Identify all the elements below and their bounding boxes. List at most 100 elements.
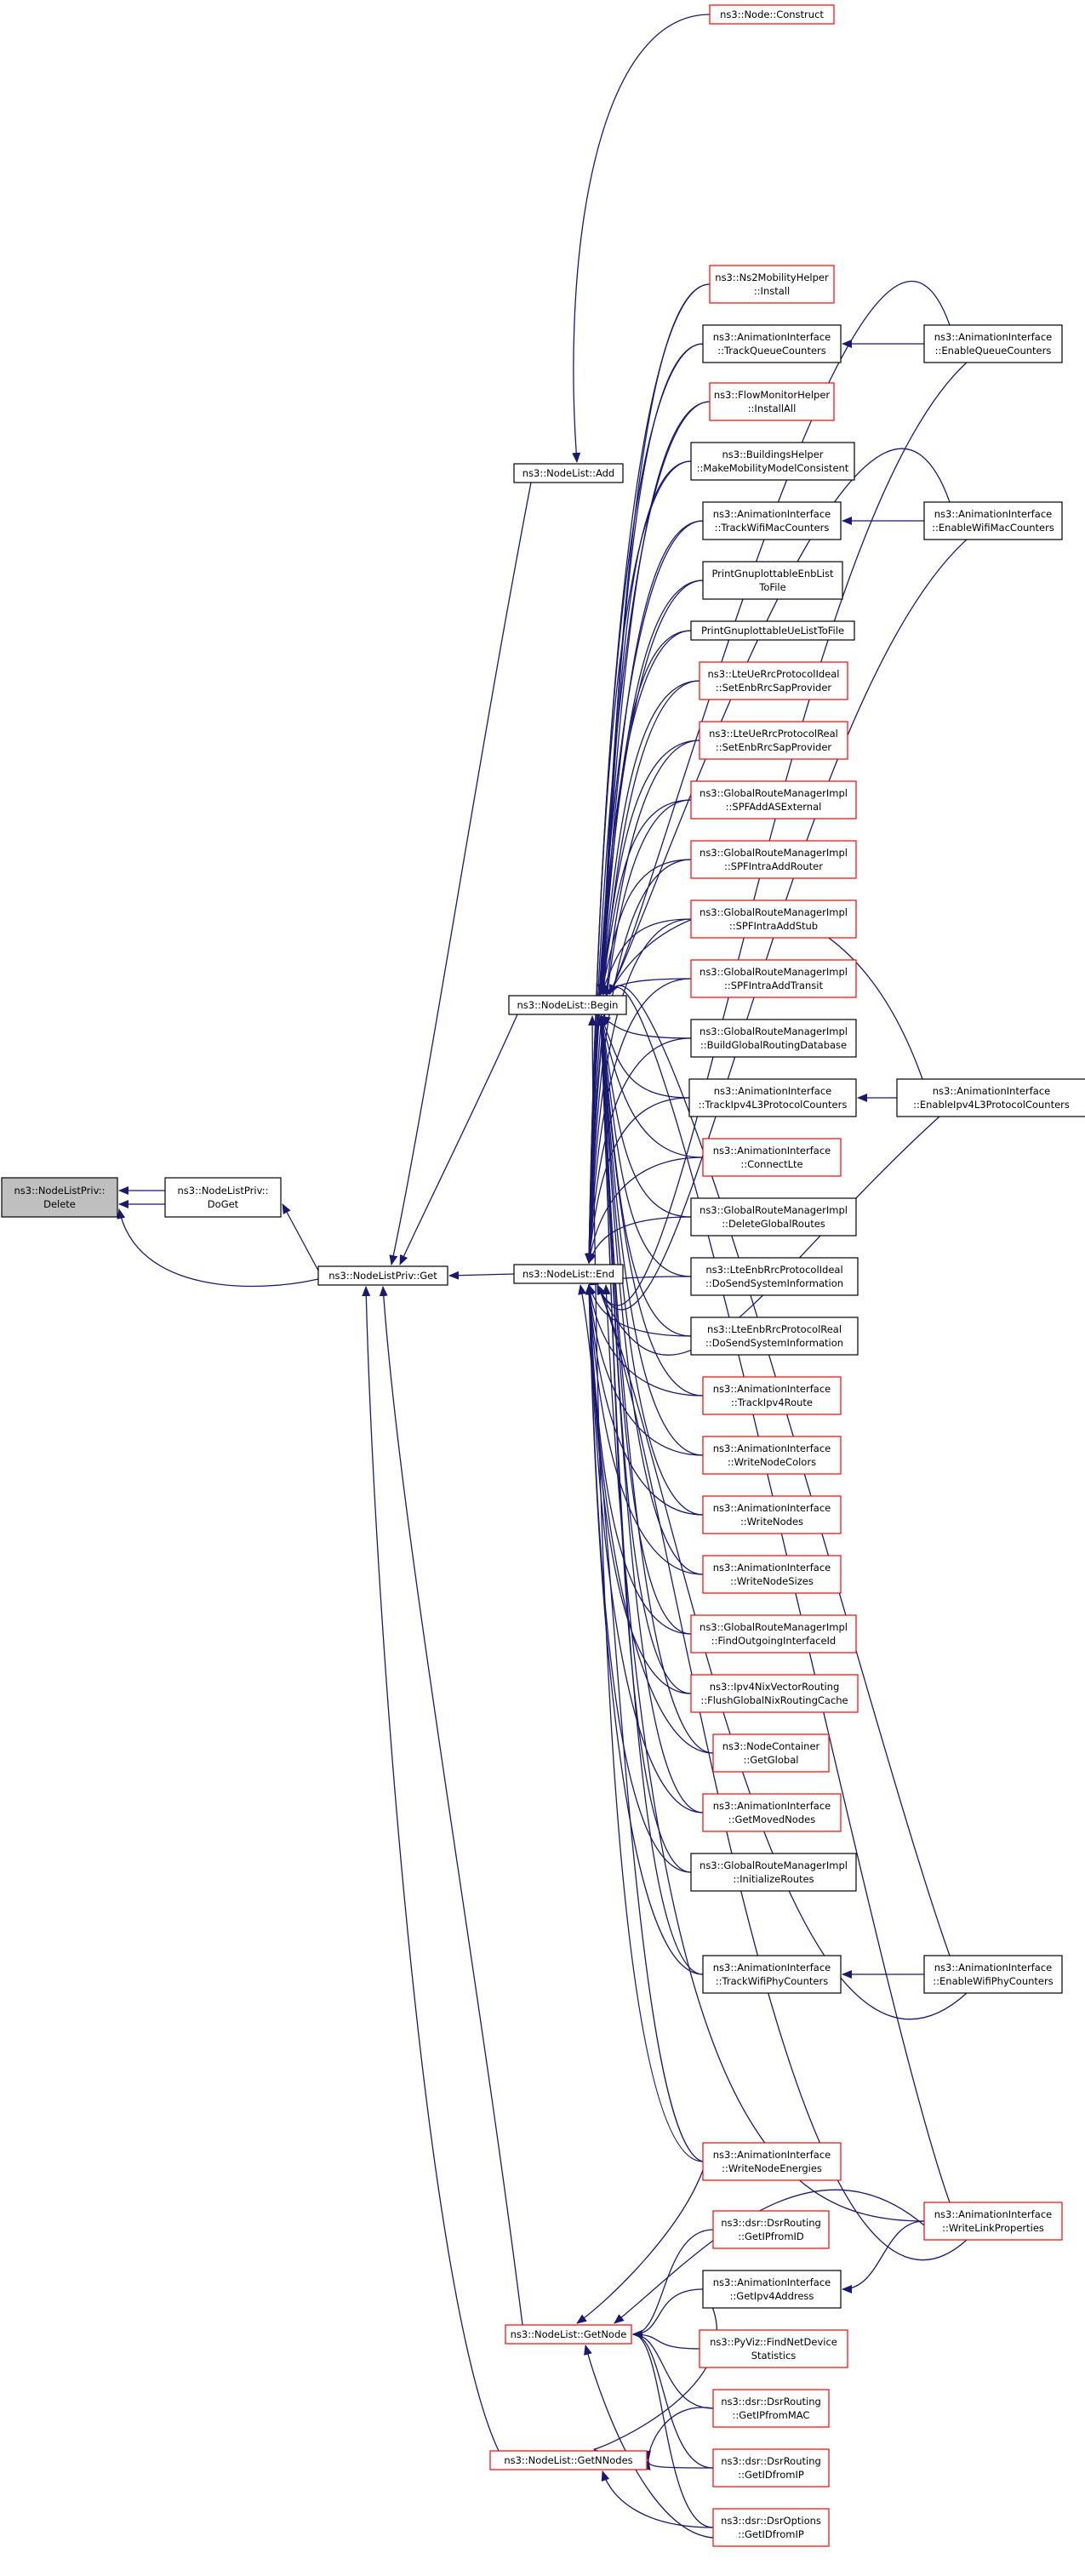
node-label-wnenergy-1: ::WriteNodeEnergies [722,2162,822,2174]
node-getipv4[interactable]: ns3::AnimationInterface::GetIpv4Address [702,2270,842,2309]
node-wncolors[interactable]: ns3::AnimationInterface::WriteNodeColors [702,1436,842,1475]
node-label-wnsizes-0: ns3::AnimationInterface [713,1562,831,1574]
node-grminit[interactable]: ns3::GlobalRouteManagerImpl::InitializeR… [690,1853,857,1892]
node-label-root-0: ns3::NodeListPriv:: [14,1185,105,1197]
call-edge-getipv4-to-getnode [632,2288,704,2339]
node-connectlte[interactable]: ns3::AnimationInterface::ConnectLte [702,1138,842,1177]
node-getnnodes[interactable]: ns3::NodeList::GetNNodes [489,2450,648,2470]
node-grmbuild[interactable]: ns3::GlobalRouteManagerImpl::BuildGlobal… [690,1019,857,1058]
node-label-grmfind-1: ::FindOutgoingInterfaceId [711,1635,836,1647]
node-tipv4l3[interactable]: ns3::AnimationInterface::TrackIpv4L3Prot… [688,1078,857,1117]
node-label-grmstub-0: ns3::GlobalRouteManagerImpl [700,906,848,918]
node-box-add [513,463,624,483]
node-add[interactable]: ns3::NodeList::Add [513,463,624,483]
call-edge-grmtransit-to-end [585,978,692,1264]
node-enwifiphy[interactable]: ns3::AnimationInterface::EnableWifiPhyCo… [923,1955,1063,1994]
node-grmtransit[interactable]: ns3::GlobalRouteManagerImpl::SPFIntraAdd… [690,959,857,998]
call-edge-wnodes-to-begin [597,1015,704,1516]
node-grmfind[interactable]: ns3::GlobalRouteManagerImpl::FindOutgoin… [690,1614,857,1654]
node-box-wlinkprops [923,2202,1063,2241]
node-label-enipv4l3-1: ::EnableIpv4L3ProtocolCounters [913,1099,1070,1111]
node-bh[interactable]: ns3::BuildingsHelper::MakeMobilityModelC… [690,442,855,481]
node-box-tipv4route [702,1376,842,1415]
node-privget[interactable]: ns3::NodeListPriv::Get [317,1265,448,1286]
node-construct[interactable]: ns3::Node::Construct [709,4,835,25]
node-label-getipfromid-0: ns3::dsr::DsrRouting [721,2217,821,2229]
node-doget[interactable]: ns3::NodeListPriv::DoGet [164,1177,282,1218]
node-box-root [1,1177,118,1218]
call-edge-construct-to-add [572,14,711,463]
call-edge-wnsizes-to-end [585,1284,704,1575]
node-gmoved[interactable]: ns3::AnimationInterface::GetMovedNodes [702,1793,842,1832]
call-edge-lteuideal-to-begin [597,680,700,995]
node-label-pgue-0: PrintGnuplottableUeListToFile [701,625,844,637]
node-box-wnodes [702,1495,842,1534]
call-edge-gmoved-to-end [585,1284,704,1813]
call-edge-add-to-privget [389,482,532,1265]
node-wnodes[interactable]: ns3::AnimationInterface::WriteNodes [702,1495,842,1534]
call-edge-wnodes-to-end [585,1284,704,1516]
node-label-wnsizes-1: ::WriteNodeSizes [730,1575,814,1587]
node-wnsizes[interactable]: ns3::AnimationInterface::WriteNodeSizes [702,1555,842,1594]
node-wlinkprops[interactable]: ns3::AnimationInterface::WriteLinkProper… [923,2202,1063,2241]
node-label-end-0: ns3::NodeList::End [523,1268,614,1280]
node-nixflush[interactable]: ns3::Ipv4NixVectorRouting::FlushGlobalNi… [690,1674,859,1713]
node-label-grminit-0: ns3::GlobalRouteManagerImpl [700,1859,848,1871]
node-label-construct-0: ns3::Node::Construct [720,9,824,20]
node-enipv4l3[interactable]: ns3::AnimationInterface::EnableIpv4L3Pro… [896,1078,1085,1117]
call-edge-grmdelete-to-end [588,1216,692,1264]
node-ncglobal[interactable]: ns3::NodeContainer::GetGlobal [712,1734,830,1773]
node-label-grmfind-0: ns3::GlobalRouteManagerImpl [700,1621,848,1633]
node-getidfromip[interactable]: ns3::dsr::DsrRouting::GetIDfromIP [712,2448,830,2487]
node-label-findnetdev-1: Statistics [751,2350,797,2362]
node-root[interactable]: ns3::NodeListPriv::Delete [1,1177,118,1218]
call-edge-wnenergy-to-getnode [576,2169,704,2324]
node-twphy[interactable]: ns3::AnimationInterface::TrackWifiPhyCou… [702,1955,842,1994]
node-grmdelete[interactable]: ns3::GlobalRouteManagerImpl::DeleteGloba… [690,1197,857,1237]
node-enqueue[interactable]: ns3::AnimationInterface::EnableQueueCoun… [923,324,1063,363]
node-getipfromid[interactable]: ns3::dsr::DsrRouting::GetIPfromID [712,2210,830,2249]
call-edge-connectlte-to-end [585,1157,704,1264]
node-optgetid[interactable]: ns3::dsr::DsrOptions::GetIDfromIP [712,2508,830,2547]
node-box-enwifiphy [923,1955,1063,1994]
node-tqc[interactable]: ns3::AnimationInterface::TrackQueueCount… [702,324,842,363]
node-lteenbreal[interactable]: ns3::LteEnbRrcProtocolReal::DoSendSystem… [690,1317,859,1356]
call-edge-getidfromip-to-getnnodes [642,2459,714,2470]
node-ns2[interactable]: ns3::Ns2MobilityHelper::Install [709,265,835,304]
node-lteureal[interactable]: ns3::LteUeRrcProtocolReal::SetEnbRrcSapP… [699,721,848,760]
node-end[interactable]: ns3::NodeList::End [513,1264,624,1284]
call-edge-wnenergy-to-end [578,1284,704,2162]
call-edge-tipv4route-to-end [585,1284,704,1397]
node-label-tipv4route-1: ::TrackIpv4Route [731,1397,813,1408]
node-grmstub[interactable]: ns3::GlobalRouteManagerImpl::SPFIntraAdd… [690,900,857,939]
node-wnenergy[interactable]: ns3::AnimationInterface::WriteNodeEnergi… [702,2142,842,2181]
node-grmrouter[interactable]: ns3::GlobalRouteManagerImpl::SPFIntraAdd… [690,840,857,879]
call-edge-connectlte-to-begin [598,1015,704,1158]
node-label-getipfromid-1: ::GetIPfromID [738,2230,804,2242]
node-box-ncglobal [712,1734,830,1773]
node-label-doget-1: DoGet [208,1198,239,1210]
call-edge-getipfrommac-to-getnode [632,2330,714,2409]
call-edge-grmext-to-end [585,799,692,1264]
node-label-grmdelete-0: ns3::GlobalRouteManagerImpl [700,1204,848,1216]
node-pgue[interactable]: PrintGnuplottableUeListToFile [690,620,855,641]
node-label-grmtransit-0: ns3::GlobalRouteManagerImpl [700,966,848,978]
node-lteenbideal[interactable]: ns3::LteEnbRrcProtocolIdeal::DoSendSyste… [690,1257,859,1296]
node-label-getnode-0: ns3::NodeList::GetNode [511,2328,627,2340]
node-enwifimac[interactable]: ns3::AnimationInterface::EnableWifiMacCo… [923,501,1063,540]
node-lteuideal[interactable]: ns3::LteUeRrcProtocolIdeal::SetEnbRrcSap… [699,661,848,700]
node-getnode[interactable]: ns3::NodeList::GetNode [505,2324,632,2345]
node-getipfrommac[interactable]: ns3::dsr::DsrRouting::GetIPfromMAC [712,2389,830,2428]
node-box-grmdelete [690,1197,857,1237]
node-fmh[interactable]: ns3::FlowMonitorHelper::InstallAll [709,382,835,421]
node-begin[interactable]: ns3::NodeList::Begin [508,995,627,1015]
node-grmext[interactable]: ns3::GlobalRouteManagerImpl::SPFAddASExt… [690,780,857,820]
node-twmc[interactable]: ns3::AnimationInterface::TrackWifiMacCou… [702,501,842,540]
call-edge-grmdelete-to-begin [597,1015,692,1218]
call-edge-grmfind-to-end [585,1284,692,1635]
node-label-privget-0: ns3::NodeListPriv::Get [328,1270,437,1282]
node-tipv4route[interactable]: ns3::AnimationInterface::TrackIpv4Route [702,1376,842,1415]
node-box-construct [709,4,835,25]
